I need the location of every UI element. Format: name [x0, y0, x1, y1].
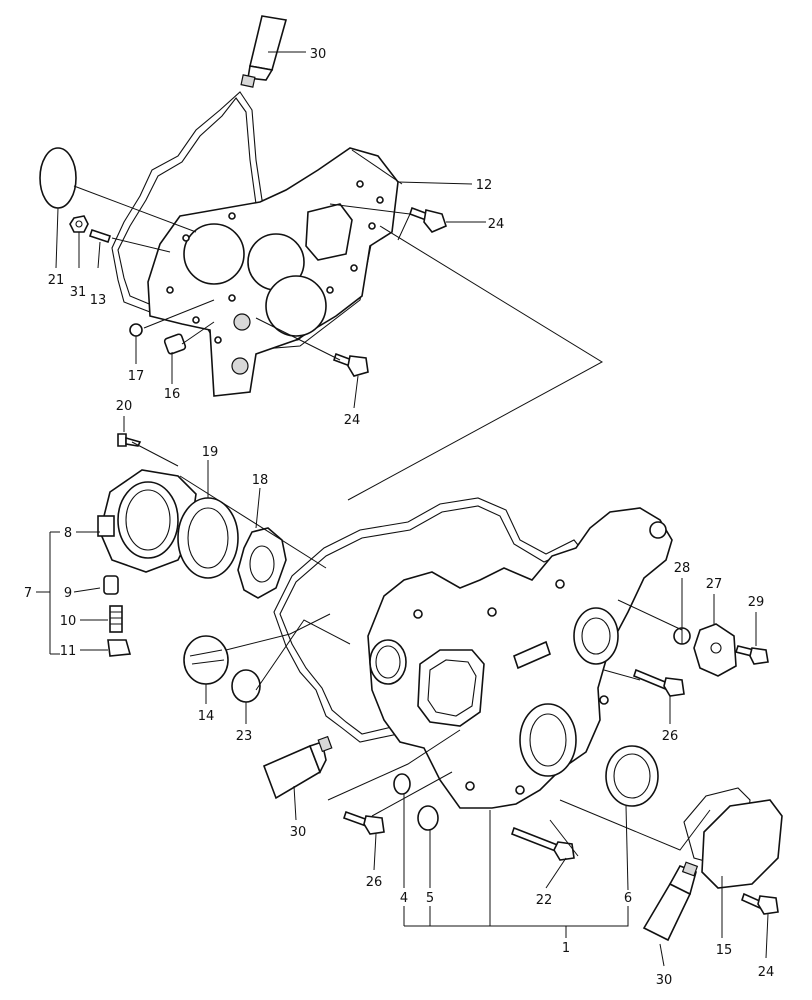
callout-15: 15	[716, 943, 733, 958]
oring-17	[129, 323, 143, 337]
callout-18: 18	[252, 473, 269, 488]
bolt-24-mid	[332, 352, 369, 377]
callout-26-left: 26	[366, 875, 383, 890]
plate-27	[693, 623, 737, 677]
valve-9	[103, 575, 119, 595]
callout-19: 19	[202, 445, 219, 460]
callout-27: 27	[706, 577, 723, 592]
callout-11: 11	[60, 644, 77, 659]
callout-28: 28	[674, 561, 691, 576]
callout-24-upper: 24	[488, 217, 505, 232]
front-case	[367, 507, 673, 809]
oring-23	[231, 669, 261, 703]
bolt-26-left	[342, 810, 385, 835]
callout-23: 23	[236, 729, 253, 744]
seal-5	[417, 805, 439, 831]
callout-26-right: 26	[662, 729, 679, 744]
callout-6: 6	[624, 891, 632, 906]
callout-7: 7	[24, 586, 32, 601]
dowel-16	[163, 333, 187, 355]
callout-24-mid: 24	[344, 413, 361, 428]
sealant-tube-bottom	[642, 861, 699, 942]
cap-14	[183, 635, 229, 685]
inner-rotor-18	[237, 527, 287, 599]
cover-15	[683, 787, 783, 889]
seal-4	[393, 773, 411, 795]
callout-31: 31	[70, 285, 87, 300]
callout-21: 21	[48, 273, 65, 288]
callout-20: 20	[116, 399, 133, 414]
callout-17: 17	[128, 369, 145, 384]
callout-1: 1	[562, 941, 570, 956]
callout-14: 14	[198, 709, 215, 724]
callout-5: 5	[426, 891, 434, 906]
callout-16: 16	[164, 387, 181, 402]
bolt-29	[734, 645, 769, 665]
callout-4: 4	[400, 891, 408, 906]
bolt-22	[511, 826, 575, 861]
oring-21	[39, 147, 77, 209]
stud-13	[88, 228, 112, 244]
callout-30-mid: 30	[290, 825, 307, 840]
callout-22: 22	[536, 893, 553, 908]
callout-8: 8	[64, 526, 72, 541]
bolt-24-upper	[408, 206, 447, 233]
oil-seal-6	[605, 745, 659, 807]
callout-24-lower: 24	[758, 965, 775, 980]
plug-11	[107, 639, 132, 657]
callout-29: 29	[748, 595, 765, 610]
sealant-tube-mid	[262, 735, 333, 800]
callout-13: 13	[90, 293, 107, 308]
bolt-24-lower	[741, 892, 779, 915]
callout-10: 10	[60, 614, 77, 629]
callout-30-bottom: 30	[656, 973, 673, 988]
callout-9: 9	[64, 586, 72, 601]
sealant-tube-top	[240, 15, 288, 88]
pump-cover-8	[97, 469, 197, 573]
bolt-26-right	[633, 668, 685, 697]
callout-12: 12	[476, 178, 493, 193]
outer-rotor-19	[177, 497, 239, 579]
nut-31	[69, 215, 89, 233]
spring-10	[109, 605, 123, 633]
callout-30-top: 30	[310, 47, 327, 62]
back-plate	[147, 147, 399, 397]
